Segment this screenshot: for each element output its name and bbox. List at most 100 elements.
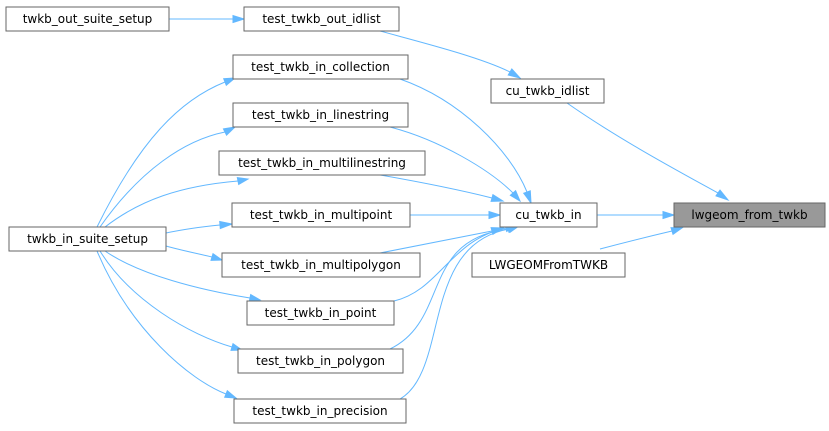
node-label: twkb_out_suite_setup (23, 12, 153, 26)
node-label: test_twkb_in_collection (251, 60, 390, 74)
edge-twkb_in_suite_setup-to-test_twkb_in_multipolygon (165, 245, 224, 261)
edge-test_twkb_out_idlist-to-cu_twkb_idlist (379, 30, 522, 79)
arrowhead (662, 210, 676, 220)
node-label: LWGEOMFromTWKB (489, 258, 608, 272)
edge-line (104, 250, 251, 299)
edge-line (379, 230, 493, 254)
edge-twkb_out_suite_setup-to-test_twkb_out_idlist (169, 14, 246, 24)
node-cu-twkb-idlist[interactable]: cu_twkb_idlist (490, 78, 605, 104)
edge-line (393, 227, 507, 302)
edge-line (104, 180, 239, 228)
edge-line (399, 78, 528, 193)
edge-test_twkb_in_polygon-to-cu_twkb_in (389, 225, 520, 350)
arrowhead (248, 293, 262, 303)
node-box (490, 78, 605, 104)
node-label: test_twkb_in_polygon (256, 354, 385, 368)
edge-test_twkb_in_multipolygon-to-cu_twkb_in (379, 227, 505, 254)
node-twkb-out-suite-setup[interactable]: twkb_out_suite_setup (5, 6, 170, 32)
node-label: test_twkb_in_linestring (252, 108, 389, 122)
arrowhead (490, 193, 505, 202)
edge-cu_twkb_in-to-lwgeom_from_twkb (597, 210, 676, 220)
node-label: cu_twkb_idlist (506, 84, 590, 98)
edge-test_twkb_in_multipoint-to-cu_twkb_in (410, 210, 502, 220)
node-test-twkb-in-multipolygon[interactable]: test_twkb_in_multipolygon (221, 252, 421, 278)
arrowhead (522, 190, 532, 205)
arrowhead (715, 189, 730, 202)
node-box (218, 150, 426, 176)
edge-line (599, 230, 673, 250)
edge-twkb_in_suite_setup-to-test_twkb_in_precision (96, 250, 238, 399)
node-test-twkb-in-linestring[interactable]: test_twkb_in_linestring (232, 102, 409, 128)
edge-test_twkb_in_collection-to-cu_twkb_in (399, 78, 532, 205)
arrowhead (670, 227, 684, 236)
arrowhead (507, 68, 522, 79)
node-test-twkb-out-idlist[interactable]: test_twkb_out_idlist (243, 6, 400, 32)
node-label: twkb_in_suite_setup (27, 232, 148, 246)
edge-line (96, 250, 227, 395)
node-label: test_twkb_in_multipolygon (241, 258, 401, 272)
edge-line (379, 174, 493, 199)
edge-twkb_in_suite_setup-to-test_twkb_in_collection (96, 77, 237, 228)
node-label: test_twkb_in_point (265, 306, 377, 320)
edge-line (566, 102, 719, 194)
edge-line (96, 81, 226, 228)
node-lwgeomfromtwkb[interactable]: LWGEOMFromTWKB (471, 252, 626, 278)
edge-twkb_in_suite_setup-to-test_twkb_in_multilinestring (104, 176, 250, 228)
arrowhead (219, 220, 234, 230)
edge-line (99, 131, 226, 228)
arrowhead (509, 189, 522, 203)
node-box (237, 348, 404, 374)
node-label: test_twkb_out_idlist (262, 12, 381, 26)
edge-line (389, 126, 514, 194)
node-box (499, 202, 598, 228)
node-label: test_twkb_in_multilinestring (238, 156, 406, 170)
node-label: lwgeom_from_twkb (691, 208, 807, 222)
edge-twkb_in_suite_setup-to-test_twkb_in_multipoint (165, 220, 234, 234)
edge-LWGEOMFromTWKB-to-lwgeom_from_twkb (599, 227, 684, 250)
node-test-twkb-in-collection[interactable]: test_twkb_in_collection (232, 54, 409, 80)
node-lwgeom-from-twkb[interactable]: lwgeom_from_twkb (673, 202, 826, 228)
node-cu-twkb-in[interactable]: cu_twkb_in (499, 202, 598, 228)
edge-line (165, 245, 213, 258)
node-box (5, 6, 170, 32)
edge-test_twkb_in_linestring-to-cu_twkb_in (389, 126, 522, 203)
edge-line (165, 224, 221, 234)
arrowhead (210, 252, 224, 261)
node-box (221, 252, 421, 278)
edge-line (99, 250, 233, 348)
node-label: cu_twkb_in (515, 208, 581, 222)
edge-line (399, 228, 510, 400)
arrowhead (488, 210, 502, 220)
edge-line (389, 228, 509, 350)
node-twkb-in-suite-setup[interactable]: twkb_in_suite_setup (8, 226, 167, 252)
edge-twkb_in_suite_setup-to-test_twkb_in_linestring (99, 126, 237, 228)
node-box (232, 102, 409, 128)
node-box (243, 6, 400, 32)
node-test-twkb-in-multipoint[interactable]: test_twkb_in_multipoint (231, 202, 411, 228)
node-box (673, 202, 826, 228)
node-test-twkb-in-polygon[interactable]: test_twkb_in_polygon (237, 348, 404, 374)
node-layer: twkb_out_suite_setup test_twkb_out_idlist… (5, 6, 826, 424)
node-label: test_twkb_in_multipoint (250, 208, 393, 222)
arrowhead (222, 126, 237, 136)
arrowhead (236, 176, 250, 186)
node-box (233, 398, 407, 424)
arrowhead (222, 77, 237, 87)
node-box (246, 300, 395, 326)
edge-test_twkb_in_multilinestring-to-cu_twkb_in (379, 174, 505, 202)
node-test-twkb-in-precision[interactable]: test_twkb_in_precision (233, 398, 407, 424)
edge-test_twkb_in_precision-to-cu_twkb_in (399, 225, 521, 400)
arrowhead (232, 14, 246, 24)
edge-layer (96, 14, 730, 400)
node-label: test_twkb_in_precision (252, 404, 387, 418)
edge-line (379, 30, 511, 73)
node-test-twkb-in-point[interactable]: test_twkb_in_point (246, 300, 395, 326)
node-box (8, 226, 167, 252)
edge-cu_twkb_idlist-to-lwgeom_from_twkb (566, 102, 730, 202)
edge-twkb_in_suite_setup-to-test_twkb_in_polygon (99, 250, 244, 351)
node-test-twkb-in-multilinestring[interactable]: test_twkb_in_multilinestring (218, 150, 426, 176)
node-box (231, 202, 411, 228)
arrowhead (223, 389, 238, 399)
node-box (471, 252, 626, 278)
